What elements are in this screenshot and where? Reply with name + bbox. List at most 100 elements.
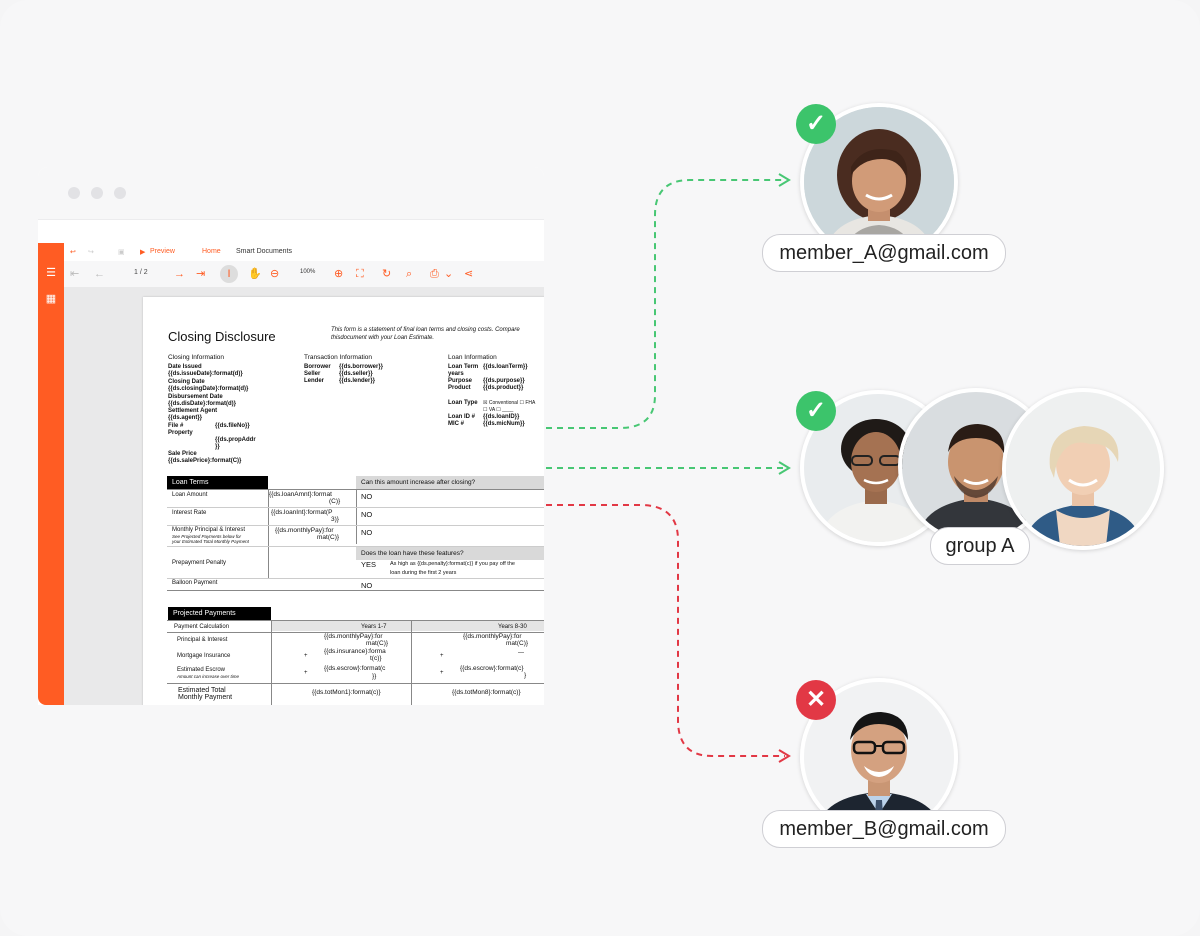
hand-icon[interactable]: ✋: [248, 268, 262, 280]
field-value: }}: [215, 444, 220, 450]
field-label: Loan Term: [448, 364, 479, 370]
chevron-down-icon[interactable]: ⌄: [444, 268, 454, 280]
field-value: {{ds.product}}: [483, 385, 524, 391]
window-titlebar: [38, 167, 544, 220]
field-value: {{ds.loanID}}: [483, 414, 520, 420]
features-question: Does the loan have these features?: [356, 547, 544, 560]
loan-term-answer: NO: [361, 581, 373, 590]
document-page: Closing Disclosure This form is a statem…: [143, 297, 544, 705]
rotate-icon[interactable]: ↻: [382, 268, 392, 280]
payment-value: {{ds.escrow}:format(c: [324, 665, 386, 672]
divider: [271, 621, 272, 705]
payment-value: mat(C)}: [506, 640, 529, 647]
field-label: Date Issued: [168, 364, 202, 370]
last-page-icon[interactable]: ⇥: [196, 268, 206, 280]
divider: [356, 489, 357, 544]
menu-smart-documents[interactable]: Smart Documents: [236, 248, 293, 255]
sidebar: ☰ ▦: [38, 243, 64, 705]
payment-value: {{ds.insurance}:forma: [324, 648, 386, 655]
intro-line: thisdocument with your Loan Estimate.: [331, 335, 435, 341]
approved-check-icon: ✓: [796, 104, 836, 144]
col-header-bg: [412, 621, 544, 631]
col-header-bg: [271, 621, 412, 631]
avatar-member-b[interactable]: [800, 678, 958, 836]
loan-term-label: Interest Rate: [172, 510, 207, 516]
loan-term-note: your Estimated Total Monthly Payment: [172, 539, 249, 544]
group-a-label[interactable]: group A: [930, 527, 1030, 565]
divider: [167, 507, 544, 508]
search-icon[interactable]: ⌕: [406, 268, 413, 280]
field-value: {{ds.fileNo}}: [215, 423, 250, 429]
loan-term-label: Prepayment Penalty: [172, 560, 227, 566]
member-b-email[interactable]: member_B@gmail.com: [762, 810, 1006, 848]
loan-term-value: {{ds.loanInt}:format(P: [271, 509, 333, 516]
next-icon[interactable]: →: [174, 268, 185, 280]
field-label: Purpose: [448, 378, 473, 384]
forward-icon[interactable]: ↪: [88, 249, 94, 256]
loan-term-note: loan during the first 2 years: [390, 570, 457, 576]
zoom-out-icon[interactable]: ⊖: [270, 268, 280, 280]
loan-term-note: As high as {{ds.penalty}:format(c)} if y…: [390, 561, 515, 567]
first-page-icon[interactable]: ⇤: [70, 268, 80, 280]
payment-row-note: Amount can increase over time: [177, 674, 240, 679]
denied-cross-icon: ✕: [796, 680, 836, 720]
plus-sign: +: [440, 653, 444, 659]
member-a-email[interactable]: member_A@gmail.com: [762, 234, 1006, 272]
payment-value: }}: [372, 673, 377, 680]
loan-term-value: (C)}: [329, 498, 341, 505]
divider: [411, 621, 412, 705]
prev-icon[interactable]: ←: [94, 268, 105, 280]
browser-window: ☰ ▦ ↩ ↪ ▣ ▶ Preview Home Smart Documents…: [38, 167, 544, 705]
print-icon[interactable]: ⎙: [430, 268, 439, 280]
divider: [268, 489, 269, 579]
loan-info-heading: Loan Information: [448, 354, 497, 361]
zoom-level[interactable]: 100%: [300, 269, 316, 275]
document-viewer[interactable]: Closing Disclosure This form is a statem…: [64, 287, 544, 705]
loan-type-checkbox[interactable]: ☒ Conventional ☐ FHA: [483, 400, 536, 406]
zoom-in-icon[interactable]: ⊕: [334, 268, 344, 280]
payment-value: t(c)}: [370, 655, 382, 662]
grid-icon[interactable]: ▦: [45, 293, 57, 305]
back-icon[interactable]: ↩: [70, 249, 76, 256]
save-icon[interactable]: ▣: [118, 249, 125, 256]
field-label: Settlement Agent: [168, 408, 218, 414]
window-dot[interactable]: [114, 187, 126, 199]
window-dot[interactable]: [91, 187, 103, 199]
field-label: File #: [168, 423, 184, 429]
col-header: Years 8-30: [498, 624, 527, 630]
loan-terms-heading: Loan Terms: [167, 476, 268, 489]
divider: [167, 546, 544, 547]
field-value: {{ds.micNum}}: [483, 421, 525, 427]
loan-term-value: {{ds.loanAmnt}:format: [269, 491, 332, 498]
field-value: {{ds.seller}}: [339, 371, 373, 377]
menu-home[interactable]: Home: [202, 248, 221, 255]
approved-check-icon: ✓: [796, 391, 836, 431]
play-icon[interactable]: ▶: [140, 249, 146, 256]
total-value: {{ds.totMon1}:format(c)}: [312, 689, 381, 696]
loan-type-checkbox[interactable]: ☐ VA ☐ ____: [483, 407, 514, 413]
menu-bar: ↩ ↪ ▣ ▶ Preview Home Smart Documents: [64, 243, 544, 262]
text-select-icon[interactable]: I: [220, 265, 238, 283]
field-value: {{ds.borrower}}: [339, 364, 384, 370]
loan-term-label: Monthly Principal & Interest: [172, 527, 246, 533]
share-icon[interactable]: ⋖: [464, 268, 474, 280]
loan-term-answer: NO: [361, 510, 373, 519]
plus-sign: +: [304, 653, 308, 659]
menu-icon[interactable]: ☰: [46, 267, 56, 279]
plus-sign: +: [440, 670, 444, 676]
loan-term-value: 3)}: [331, 516, 339, 523]
viewer-toolbar: ⇤ ← 1 / 2 → ⇥ I ✋ ⊖ 100% ⊕ ⛶ ↻ ⌕ ⎙ ⌄ ⋖: [64, 261, 544, 288]
connector-member-b: [546, 504, 785, 757]
menu-preview[interactable]: Preview: [150, 248, 175, 255]
field-label: Loan Type: [448, 400, 478, 406]
fit-icon[interactable]: ⛶: [356, 268, 364, 280]
field-value: {{ds.closingDate}:format(d)}: [168, 386, 249, 392]
window-dot[interactable]: [68, 187, 80, 199]
field-value: {{ds.issueDate}:format(d)}: [168, 371, 243, 377]
divider: [167, 525, 544, 526]
divider: [167, 620, 544, 621]
page-indicator[interactable]: 1 / 2: [134, 269, 148, 276]
payment-row-label: Mortgage Insurance: [177, 653, 231, 659]
avatar-group-member-3[interactable]: [1002, 388, 1164, 550]
